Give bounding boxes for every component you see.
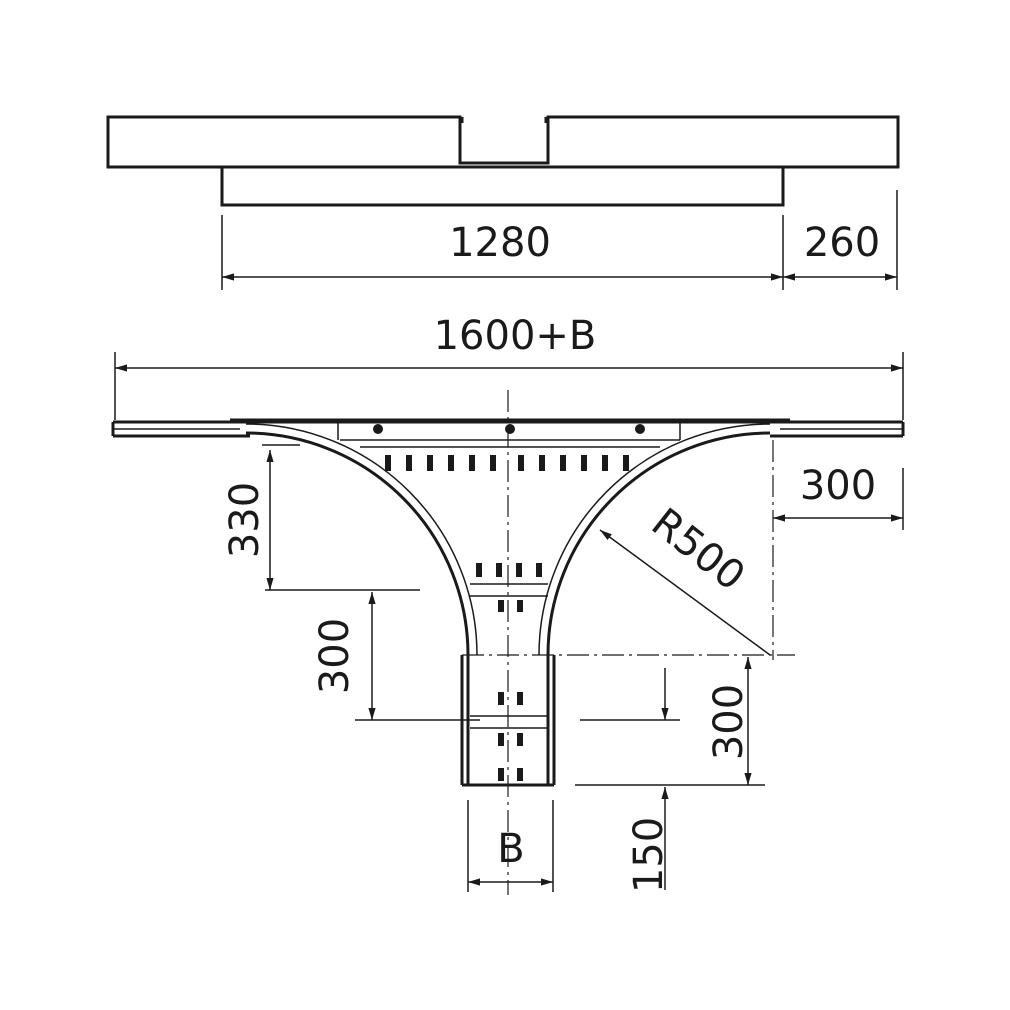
dim-b: B — [497, 826, 524, 872]
dim-r500: R500 — [643, 500, 753, 600]
side-view — [106, 115, 900, 290]
plan-view — [111, 418, 905, 787]
dim-300-top-right: 300 — [800, 463, 876, 509]
dim-300-left: 300 — [312, 618, 358, 694]
dim-1280: 1280 — [449, 220, 551, 266]
dim-1600-plus-b: 1600+B — [434, 313, 597, 359]
dim-300-right: 300 — [706, 684, 752, 760]
dim-330: 330 — [222, 482, 268, 558]
dim-150: 150 — [626, 817, 672, 893]
dim-260: 260 — [804, 220, 880, 266]
